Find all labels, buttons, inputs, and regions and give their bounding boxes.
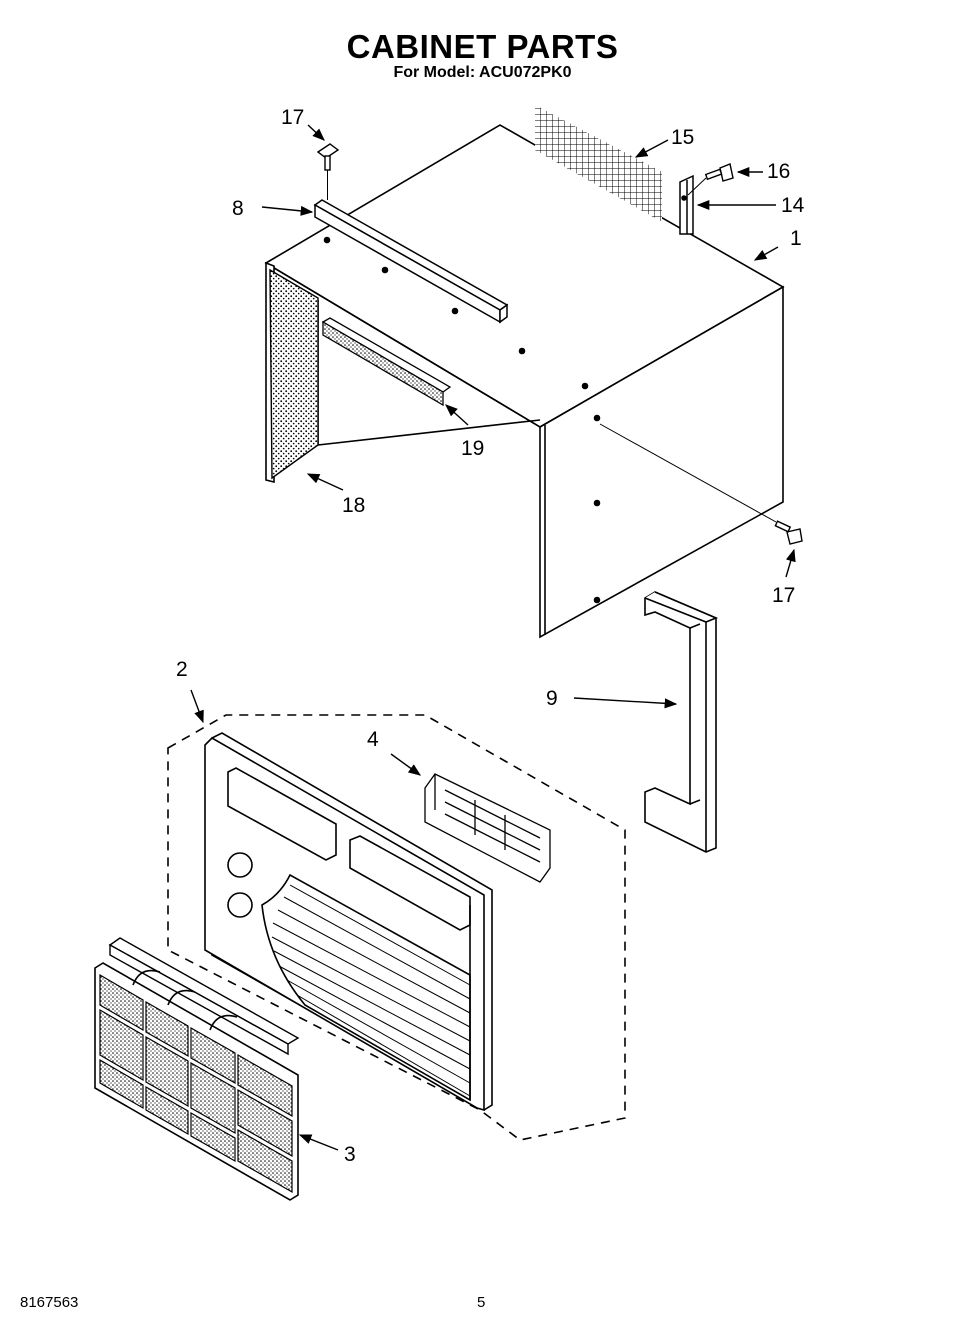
front-panel-dashed-outline: [167, 714, 626, 1141]
callout-3: 3: [344, 1143, 356, 1166]
screw-rear: [687, 163, 734, 196]
callout-2: 2: [176, 658, 188, 681]
callout-9: 9: [546, 687, 558, 710]
air-filter: [94, 937, 300, 1201]
side-curtain-frame: [644, 591, 719, 853]
rear-bracket: [679, 174, 694, 235]
callout-4: 4: [367, 728, 379, 751]
callout-8: 8: [232, 197, 244, 220]
callout-14: 14: [781, 194, 805, 217]
callout-18: 18: [342, 494, 365, 517]
callout-15: 15: [671, 126, 694, 149]
callout-1: 1: [790, 227, 802, 250]
side-seal-strip: [269, 268, 319, 480]
leader-lines: [190, 124, 796, 1151]
cabinet-wrapper: [264, 124, 785, 639]
air-deflector-louver: [424, 773, 551, 883]
page-number: 5: [477, 1294, 486, 1311]
model-subtitle: For Model: ACU072PK0: [393, 64, 572, 81]
screw-side: [599, 423, 803, 545]
rear-mesh-screen: [535, 105, 662, 222]
foam-strip: [321, 317, 452, 407]
callout-19: 19: [461, 437, 484, 460]
page-title: CABINET PARTS: [346, 28, 619, 65]
screw-top: [316, 143, 340, 200]
callout-17-side: 17: [772, 584, 795, 607]
callout-17-top: 17: [281, 106, 304, 129]
front-panel: [204, 732, 493, 1112]
top-rail-channel: [313, 199, 509, 324]
document-number: 8167563: [20, 1294, 79, 1311]
callout-16: 16: [767, 160, 790, 183]
